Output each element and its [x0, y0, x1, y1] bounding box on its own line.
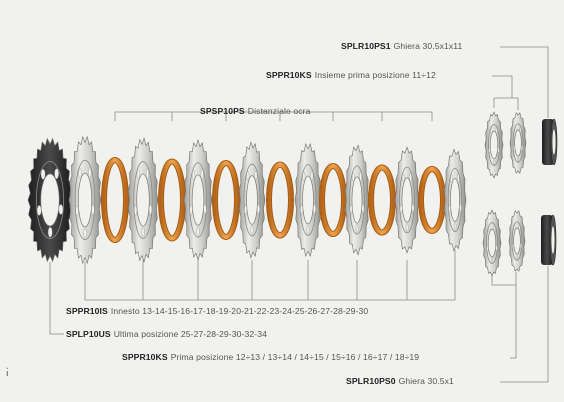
sprocket-1 — [68, 135, 102, 265]
part-code: SPLP10US — [66, 329, 111, 339]
part-code: SPLR10PS0 — [346, 376, 396, 386]
leader-spsp10ps — [114, 111, 433, 121]
lockring-bottom — [541, 214, 557, 266]
lockring-top — [542, 118, 558, 166]
ocra-spacer-4 — [266, 161, 294, 239]
sprocket-2 — [127, 137, 159, 263]
leader-sppr10ks-top-2 — [512, 97, 519, 110]
part-description: Distanziale ocra — [247, 106, 311, 116]
part-code: SPPR10KS — [122, 352, 168, 362]
leader-splr10ps1 — [500, 46, 549, 118]
part-code: SPSP10PS — [200, 106, 245, 116]
sprocket-5 — [294, 142, 322, 258]
largest-sprocket — [27, 137, 73, 263]
small-sprocket-top-1 — [484, 111, 504, 179]
part-description: Ghiera 30.5x1x11 — [393, 41, 463, 51]
sprocket-4 — [238, 141, 266, 259]
part-description: Insieme prima posizione 11÷12 — [314, 70, 436, 80]
leader-sppr10is — [84, 250, 456, 301]
sprocket-8 — [443, 148, 467, 252]
small-sprocket-bottom-2 — [508, 210, 526, 272]
part-description: Ghiera 30.5x1 — [398, 376, 454, 386]
part-description: Innesto 13-14-15-16-17-18-19-20-21-22-23… — [110, 306, 369, 316]
ocra-spacer-6 — [368, 164, 396, 236]
cropped-edge-text: ı̀ — [6, 368, 9, 378]
ocra-spacer-7 — [418, 166, 446, 234]
part-code: SPPR10IS — [66, 306, 108, 316]
ocra-spacer-3 — [212, 160, 240, 240]
sprocket-7 — [394, 146, 420, 254]
small-sprocket-bottom-1 — [482, 209, 502, 277]
sprocket-3 — [183, 138, 213, 262]
sprocket-6 — [344, 144, 370, 256]
small-sprocket-top-2 — [509, 112, 527, 174]
leader-splp10us — [49, 262, 64, 335]
part-code: SPPR10KS — [266, 70, 312, 80]
leader-lines — [49, 46, 549, 383]
part-description: Ultima posizione 25-27-28-29-30-32-34 — [113, 329, 267, 339]
cassette-parts — [27, 111, 558, 277]
leader-sppr10ks-top — [492, 75, 513, 108]
leader-sppr10ks-bottom-2 — [491, 276, 516, 286]
ocra-spacer-5 — [319, 163, 347, 237]
leader-splr10ps0 — [500, 266, 549, 383]
part-description: Prima posizione 12÷13 / 13÷14 / 14÷15 / … — [170, 352, 420, 362]
leader-sppr10ks-bottom — [510, 272, 517, 359]
ocra-spacer-1 — [101, 157, 129, 243]
ocra-spacer-2 — [158, 158, 186, 242]
part-code: SPLR10PS1 — [341, 41, 391, 51]
